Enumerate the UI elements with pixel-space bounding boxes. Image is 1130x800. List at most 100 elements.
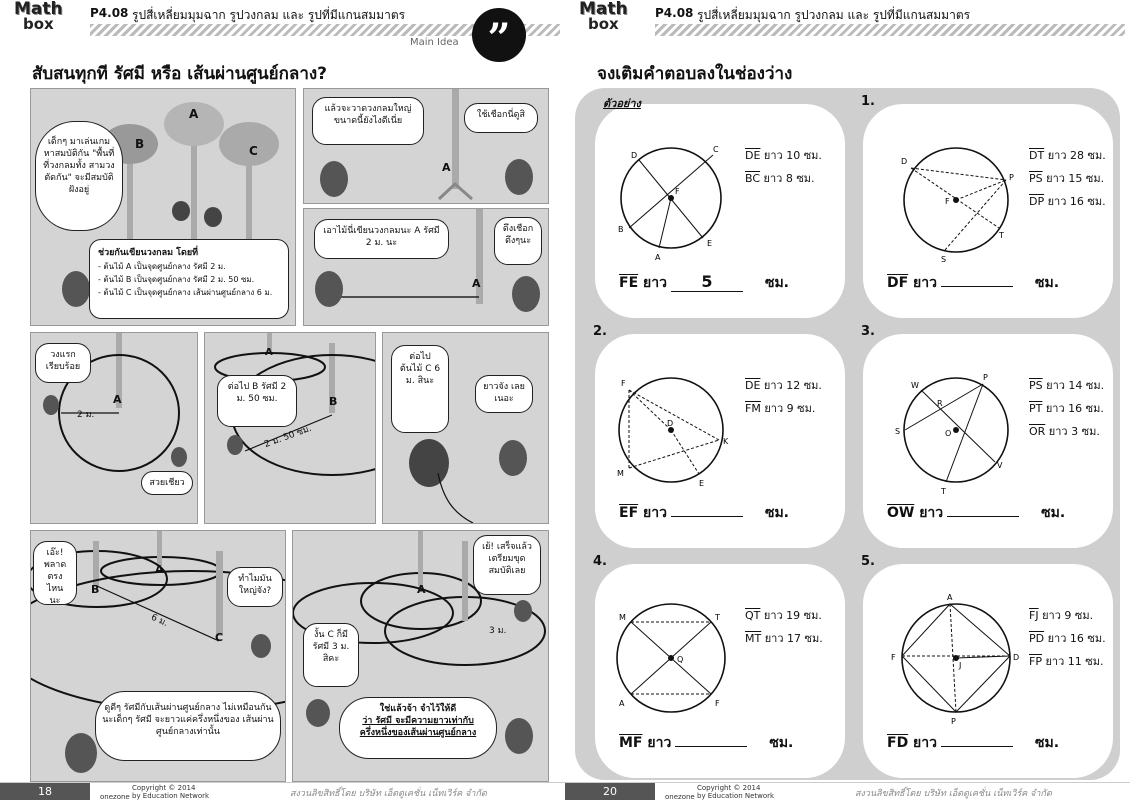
answer-line: DF ยาวซม.	[887, 272, 1059, 294]
answer-line: OW ยาวซม.	[887, 502, 1065, 524]
svg-text:M: M	[617, 469, 624, 478]
segment-length: ยาว 11 ซม.	[1041, 655, 1104, 668]
svg-text:E: E	[707, 239, 712, 248]
svg-text:J: J	[958, 661, 961, 670]
circle-diagram: DP FT S	[901, 147, 1014, 264]
speech-bubble: สวยเชียว	[141, 471, 193, 495]
speech-line: ว่า รัศมี จะมีความยาวเท่ากับ	[362, 716, 474, 726]
tree-label-a: A	[442, 161, 451, 174]
measurement-row: FP ยาว 11 ซม.	[1029, 650, 1106, 673]
segment-name: QT	[745, 609, 761, 622]
measurement-row: QT ยาว 19 ซม.	[745, 604, 823, 627]
measurements: QT ยาว 19 ซม.MT ยาว 17 ซม.	[745, 604, 823, 650]
question-segment: EF	[619, 505, 639, 521]
measurements: PS ยาว 14 ซม.PT ยาว 16 ซม.OR ยาว 3 ซม.	[1029, 374, 1104, 443]
question-segment: FE	[619, 275, 639, 291]
measurement-row: DE ยาว 10 ซม.	[745, 144, 822, 167]
answer-blank[interactable]: 5	[670, 272, 743, 292]
svg-text:A: A	[947, 593, 953, 602]
answer-blank[interactable]	[941, 286, 1013, 287]
segment-length: ยาว 15 ซม.	[1042, 172, 1105, 185]
onezone-logo: onezone	[665, 793, 695, 800]
segment-name: DP	[1029, 195, 1045, 208]
segment-length: ยาว 17 ซม.	[761, 632, 823, 645]
instruction-item: - ต้นไม้ A เป็นจุดศูนย์กลาง รัศมี 2 ม.	[98, 262, 226, 271]
svg-text:W: W	[911, 381, 919, 390]
measurement-row: DE ยาว 12 ซม.	[745, 374, 822, 397]
main-idea-label: Main Idea	[410, 37, 459, 48]
svg-text:S: S	[895, 427, 900, 436]
measurements: DT ยาว 28 ซม.PS ยาว 15 ซม.DP ยาว 16 ซม.	[1029, 144, 1106, 213]
copyright-line: Copyright © 2014	[132, 784, 196, 792]
publisher-note: สงวนลิขสิทธิ์โดย บริษัท เอ็ดดูเคชั่น เน็…	[855, 789, 1052, 799]
instruction-title: ช่วยกันเขียนวงกลม โดยที่	[98, 248, 199, 258]
svg-text:R: R	[937, 399, 943, 408]
unit-label: ซม.	[764, 275, 790, 291]
svg-text:D: D	[631, 151, 637, 160]
unit-label: ซม.	[1035, 735, 1060, 751]
comic-panel-8: A 3 ม. เย้! เสร็จแล้ว เตรียมขุด สมบัติเล…	[292, 530, 549, 782]
tree-label-b: B	[91, 583, 100, 596]
tree-label-a: A	[155, 563, 164, 576]
answer-blank[interactable]	[675, 746, 748, 747]
speech-bubble: เย้! เสร็จแล้ว เตรียมขุด สมบัติเลย	[473, 535, 541, 595]
answer-blank[interactable]	[947, 516, 1020, 517]
answer-blank[interactable]	[670, 516, 743, 517]
measurements: FJ ยาว 9 ซม. PD ยาว 16 ซม.FP ยาว 11 ซม.	[1029, 604, 1106, 673]
exercise-number: 1.	[861, 94, 875, 109]
segment-length: ยาว 28 ซม.	[1044, 149, 1106, 162]
copyright: Copyright © 2014 by Education Network	[132, 784, 209, 800]
measurement-row: FM ยาว 9 ซม.	[745, 397, 822, 420]
measurements: DE ยาว 10 ซม.BC ยาว 8 ซม.	[745, 144, 822, 190]
copyright-line: by Education Network	[697, 792, 775, 800]
speech-bubble: ใช่แล้วจ้า จำไว้ให้ดี ว่า รัศมี จะมีความ…	[339, 697, 497, 759]
instruction-box: ช่วยกันเขียนวงกลม โดยที่ - ต้นไม้ A เป็น…	[89, 239, 289, 319]
exercise-number: 4.	[593, 554, 607, 569]
segment-length: ยาว 10 ซม.	[760, 149, 822, 162]
instruction-item: - ต้นไม้ C เป็นจุดศูนย์กลาง เส้นผ่านศูนย…	[98, 288, 273, 297]
segment-length: ยาว 9 ซม.	[1038, 609, 1094, 622]
svg-text:P: P	[951, 717, 956, 726]
unit-label: ซม.	[764, 505, 790, 521]
segment-length: ยาว 16 ซม.	[1042, 402, 1104, 415]
speech-bubble: ทำไมมัน ใหญ่จัง?	[227, 567, 283, 607]
length-word: ยาว	[638, 505, 667, 521]
measurement-row: MT ยาว 17 ซม.	[745, 627, 823, 650]
svg-text:F: F	[891, 653, 896, 662]
svg-text:M: M	[619, 613, 626, 622]
speech-bubble: ต่อไป ต้นไม้ C 6 ม. สินะ	[391, 345, 449, 433]
comic-panel-7: A B C 6 ม. เอ๊ะ! พลาด ตรงไหน นะ ทำไมมัน …	[30, 530, 286, 782]
final-circles-illustration	[293, 531, 546, 754]
header-stripe	[90, 24, 560, 36]
svg-text:T: T	[940, 487, 946, 496]
length-word: ยาว	[914, 505, 944, 521]
segment-name: FM	[745, 402, 761, 415]
speech-bubble: งั้น C ก็มีรัศมี 3 ม. สิคะ	[303, 623, 359, 687]
speech-line: ครึ่งหนึ่งของเส้นผ่านศูนย์กลาง	[359, 728, 477, 738]
svg-text:A: A	[655, 253, 661, 262]
svg-text:Q: Q	[677, 655, 683, 664]
trees-illustration	[62, 102, 279, 307]
segment-name: FJ	[1029, 609, 1039, 622]
tree-label-a: A	[189, 107, 199, 121]
answer-blank[interactable]	[941, 746, 1013, 747]
answer-line: FD ยาวซม.	[887, 732, 1059, 754]
comic-panel-2: A แล้วจะวาดวงกลมใหญ่ ขนาดนี้ยังไงดีเนี่ย…	[303, 88, 549, 204]
measurement-row: PD ยาว 16 ซม.	[1029, 627, 1106, 650]
measurement-row: DT ยาว 28 ซม.	[1029, 144, 1106, 167]
segment-length: ยาว 14 ซม.	[1042, 379, 1105, 392]
svg-text:S: S	[941, 255, 946, 264]
circle-diagram: DC BE AF	[618, 145, 722, 262]
svg-text:T: T	[998, 231, 1004, 240]
tree-label-c: C	[249, 144, 258, 158]
copyright: Copyright © 2014 by Education Network	[697, 784, 774, 800]
lesson-title: รูปสี่เหลี่ยมมุมฉาก รูปวงกลม และ รูปที่ม…	[132, 8, 406, 22]
comic-panel-1: A B C เด็กๆ มาเล่นเกม หาสมบัติกัน "พื้นท…	[30, 88, 296, 326]
segment-length: ยาว 8 ซม.	[760, 172, 815, 185]
question-segment: FD	[887, 735, 909, 751]
svg-text:D: D	[1013, 653, 1019, 662]
segment-length: ยาว 16 ซม.	[1044, 632, 1106, 645]
